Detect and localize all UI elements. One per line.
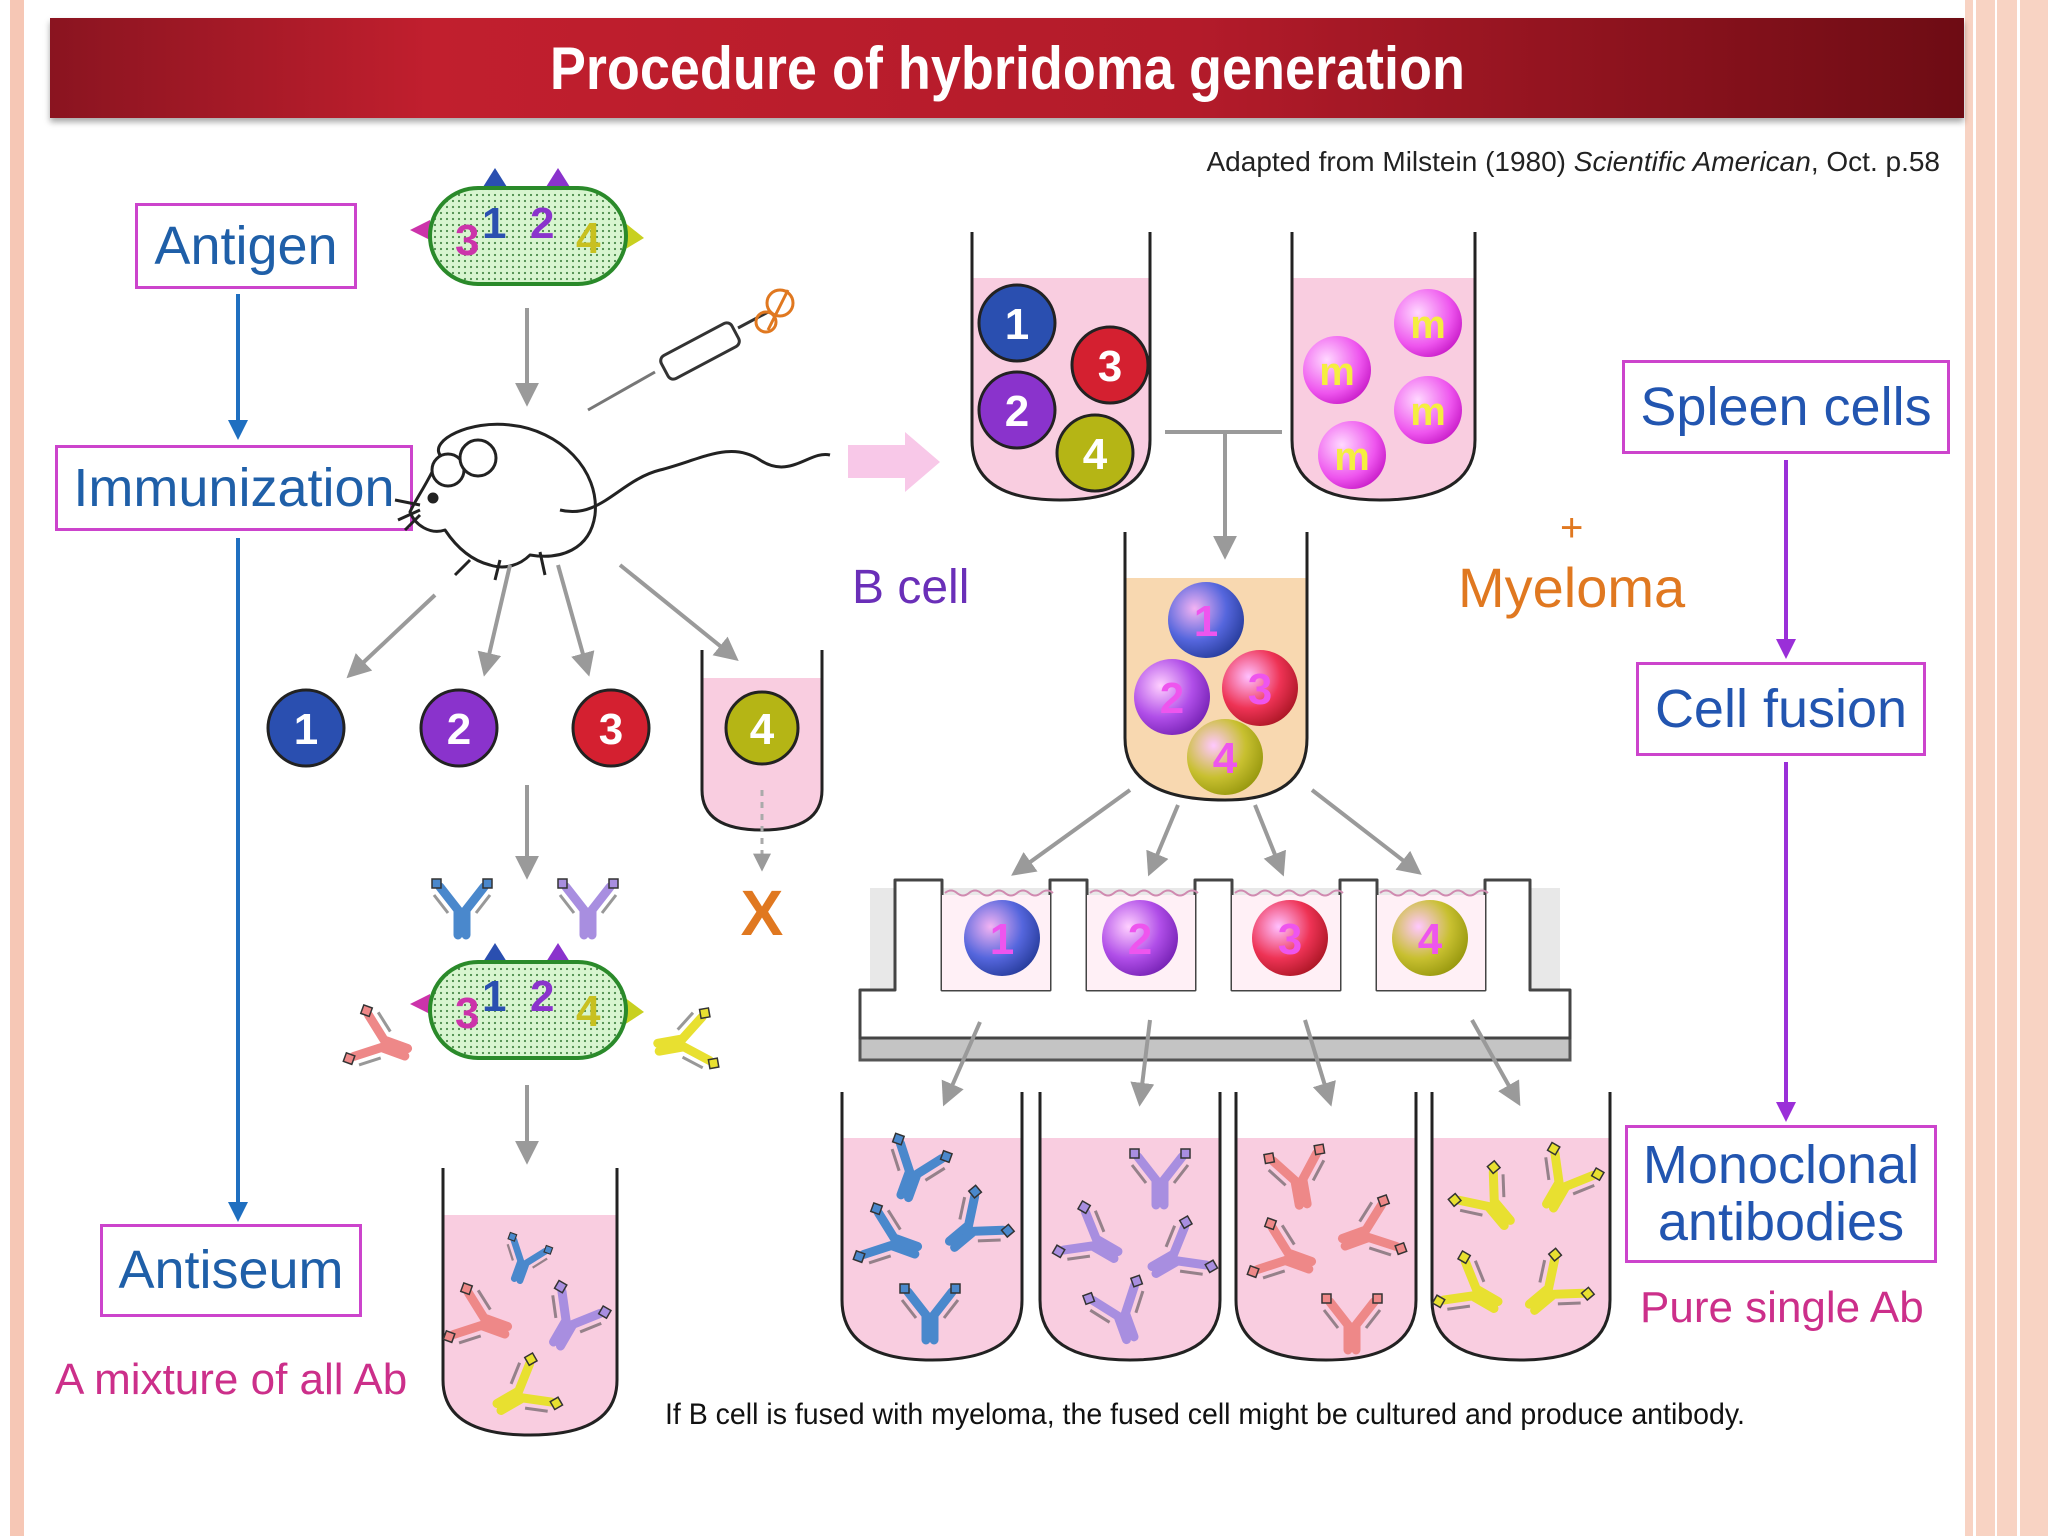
monoclonal-tube-3 — [1234, 1092, 1418, 1362]
monoclonal-tube-1 — [840, 1092, 1024, 1362]
immunization-box: Immunization — [55, 445, 413, 531]
well-cell-2: 2 — [1128, 915, 1152, 964]
b-cell-3: 3 — [571, 688, 651, 768]
b-cell-3-number: 3 — [599, 705, 623, 754]
b-cell-2-number: 2 — [447, 705, 471, 754]
left-edge-decoration — [10, 0, 24, 1536]
tube-cell-4: 4 — [700, 650, 824, 872]
monoclonal-label-2: antibodies — [1657, 1192, 1905, 1252]
branch-arrow-1 — [346, 593, 437, 679]
myeloma-m-3: m — [1410, 390, 1446, 434]
myeloma-m-4: m — [1334, 435, 1370, 479]
b-cell-4-number: 4 — [750, 705, 775, 754]
antiseum-label: Antiseum — [118, 1240, 344, 1301]
branch-arrow-2 — [477, 564, 512, 677]
plus-sign: + — [1560, 506, 1584, 550]
branch-arrow-3 — [556, 564, 595, 677]
branch-arrow-4 — [618, 563, 739, 662]
hybrid-cell-4: 4 — [1213, 734, 1238, 783]
tube-cell-1: 1 — [1005, 300, 1029, 349]
tube-arrow-2 — [1130, 1019, 1155, 1107]
cell-fusion-box: Cell fusion — [1636, 662, 1926, 756]
source-citation: Adapted from Milstein (1980) Scientific … — [1000, 146, 1941, 178]
antigen-particle: 3 1 2 4 — [410, 168, 644, 286]
antiseum-box: Antiseum — [100, 1224, 362, 1317]
tube-cell-2: 2 — [1005, 387, 1029, 436]
caption: If B cell is fused with myeloma, the fus… — [665, 1398, 1745, 1431]
tube-cell-3: 3 — [1098, 342, 1122, 391]
plate-arrow-1 — [1011, 788, 1132, 876]
myeloma-m-2: m — [1319, 350, 1355, 394]
antigen-label: Antigen — [154, 215, 338, 276]
title-bar: Procedure of hybridoma generation — [50, 18, 1964, 118]
b-cell-1-number: 1 — [294, 705, 318, 754]
monoclonal-tube-4 — [1432, 1092, 1612, 1362]
hybrid-cell-3: 3 — [1248, 665, 1272, 714]
myeloma-tube: m m m m — [1290, 232, 1477, 502]
antigen-epitope-2: 2 — [530, 199, 554, 248]
b-cell-2: 2 — [419, 688, 499, 768]
complex-epitope-2: 2 — [530, 972, 554, 1021]
well-cell-1: 1 — [990, 915, 1014, 964]
b-cell-tube: 1 3 2 4 — [970, 232, 1152, 502]
cell-death-x-mark: X — [741, 877, 784, 949]
antiserum-tube — [443, 1168, 619, 1435]
plate-arrow-3 — [1253, 804, 1286, 877]
tube-arrow-1 — [941, 1021, 982, 1107]
mouse-icon — [394, 422, 831, 581]
well-cell-3: 3 — [1278, 915, 1302, 964]
b-cell-label: B cell — [852, 561, 970, 614]
pink-arrow — [848, 432, 940, 492]
antigen-epitope-4: 4 — [576, 214, 601, 263]
culture-plate: 1 2 3 4 — [858, 878, 1572, 1062]
cell-fusion-label: Cell fusion — [1654, 678, 1908, 739]
hybrid-cell-1: 1 — [1194, 597, 1218, 646]
source-suffix: , Oct. p.58 — [1810, 146, 1940, 177]
b-cell-1: 1 — [266, 688, 346, 768]
mixture-label: A mixture of all Ab — [55, 1355, 408, 1404]
antigen-epitope-3: 3 — [455, 216, 479, 265]
monoclonal-label-1: Monoclonal — [1642, 1135, 1920, 1196]
complex-epitope-4: 4 — [576, 987, 601, 1036]
tube-arrow-3 — [1303, 1019, 1336, 1107]
myeloma-m-1: m — [1410, 303, 1446, 347]
well-cell-4: 4 — [1418, 915, 1443, 964]
right-edge-decoration — [1965, 0, 2048, 1536]
fusion-tube: 1 2 3 4 — [1123, 532, 1309, 802]
antigen-epitope-1: 1 — [482, 199, 506, 248]
source-prefix: Adapted from Milstein (1980) — [1206, 146, 1574, 177]
spleen-cells-box: Spleen cells — [1622, 360, 1950, 454]
spleen-cells-label: Spleen cells — [1640, 376, 1932, 437]
antigen-box: Antigen — [135, 203, 357, 289]
page-title: Procedure of hybridoma generation — [549, 34, 1465, 102]
antigen-antibody-complex: 3 1 2 4 — [343, 879, 719, 1080]
immunization-label: Immunization — [73, 457, 395, 518]
hybrid-cell-2: 2 — [1160, 674, 1184, 723]
plate-arrow-4 — [1310, 788, 1422, 875]
plate-arrow-2 — [1146, 804, 1180, 877]
pure-single-ab-label: Pure single Ab — [1640, 1283, 1924, 1332]
tube-cell-4: 4 — [1083, 430, 1108, 479]
complex-epitope-1: 1 — [482, 972, 506, 1021]
syringe-icon — [587, 288, 795, 412]
myeloma-label: Myeloma — [1458, 556, 1686, 619]
source-journal: Scientific American — [1573, 146, 1811, 177]
tube-arrow-4 — [1470, 1019, 1521, 1107]
complex-epitope-3: 3 — [455, 989, 479, 1038]
monoclonal-tube-2 — [1038, 1092, 1220, 1362]
